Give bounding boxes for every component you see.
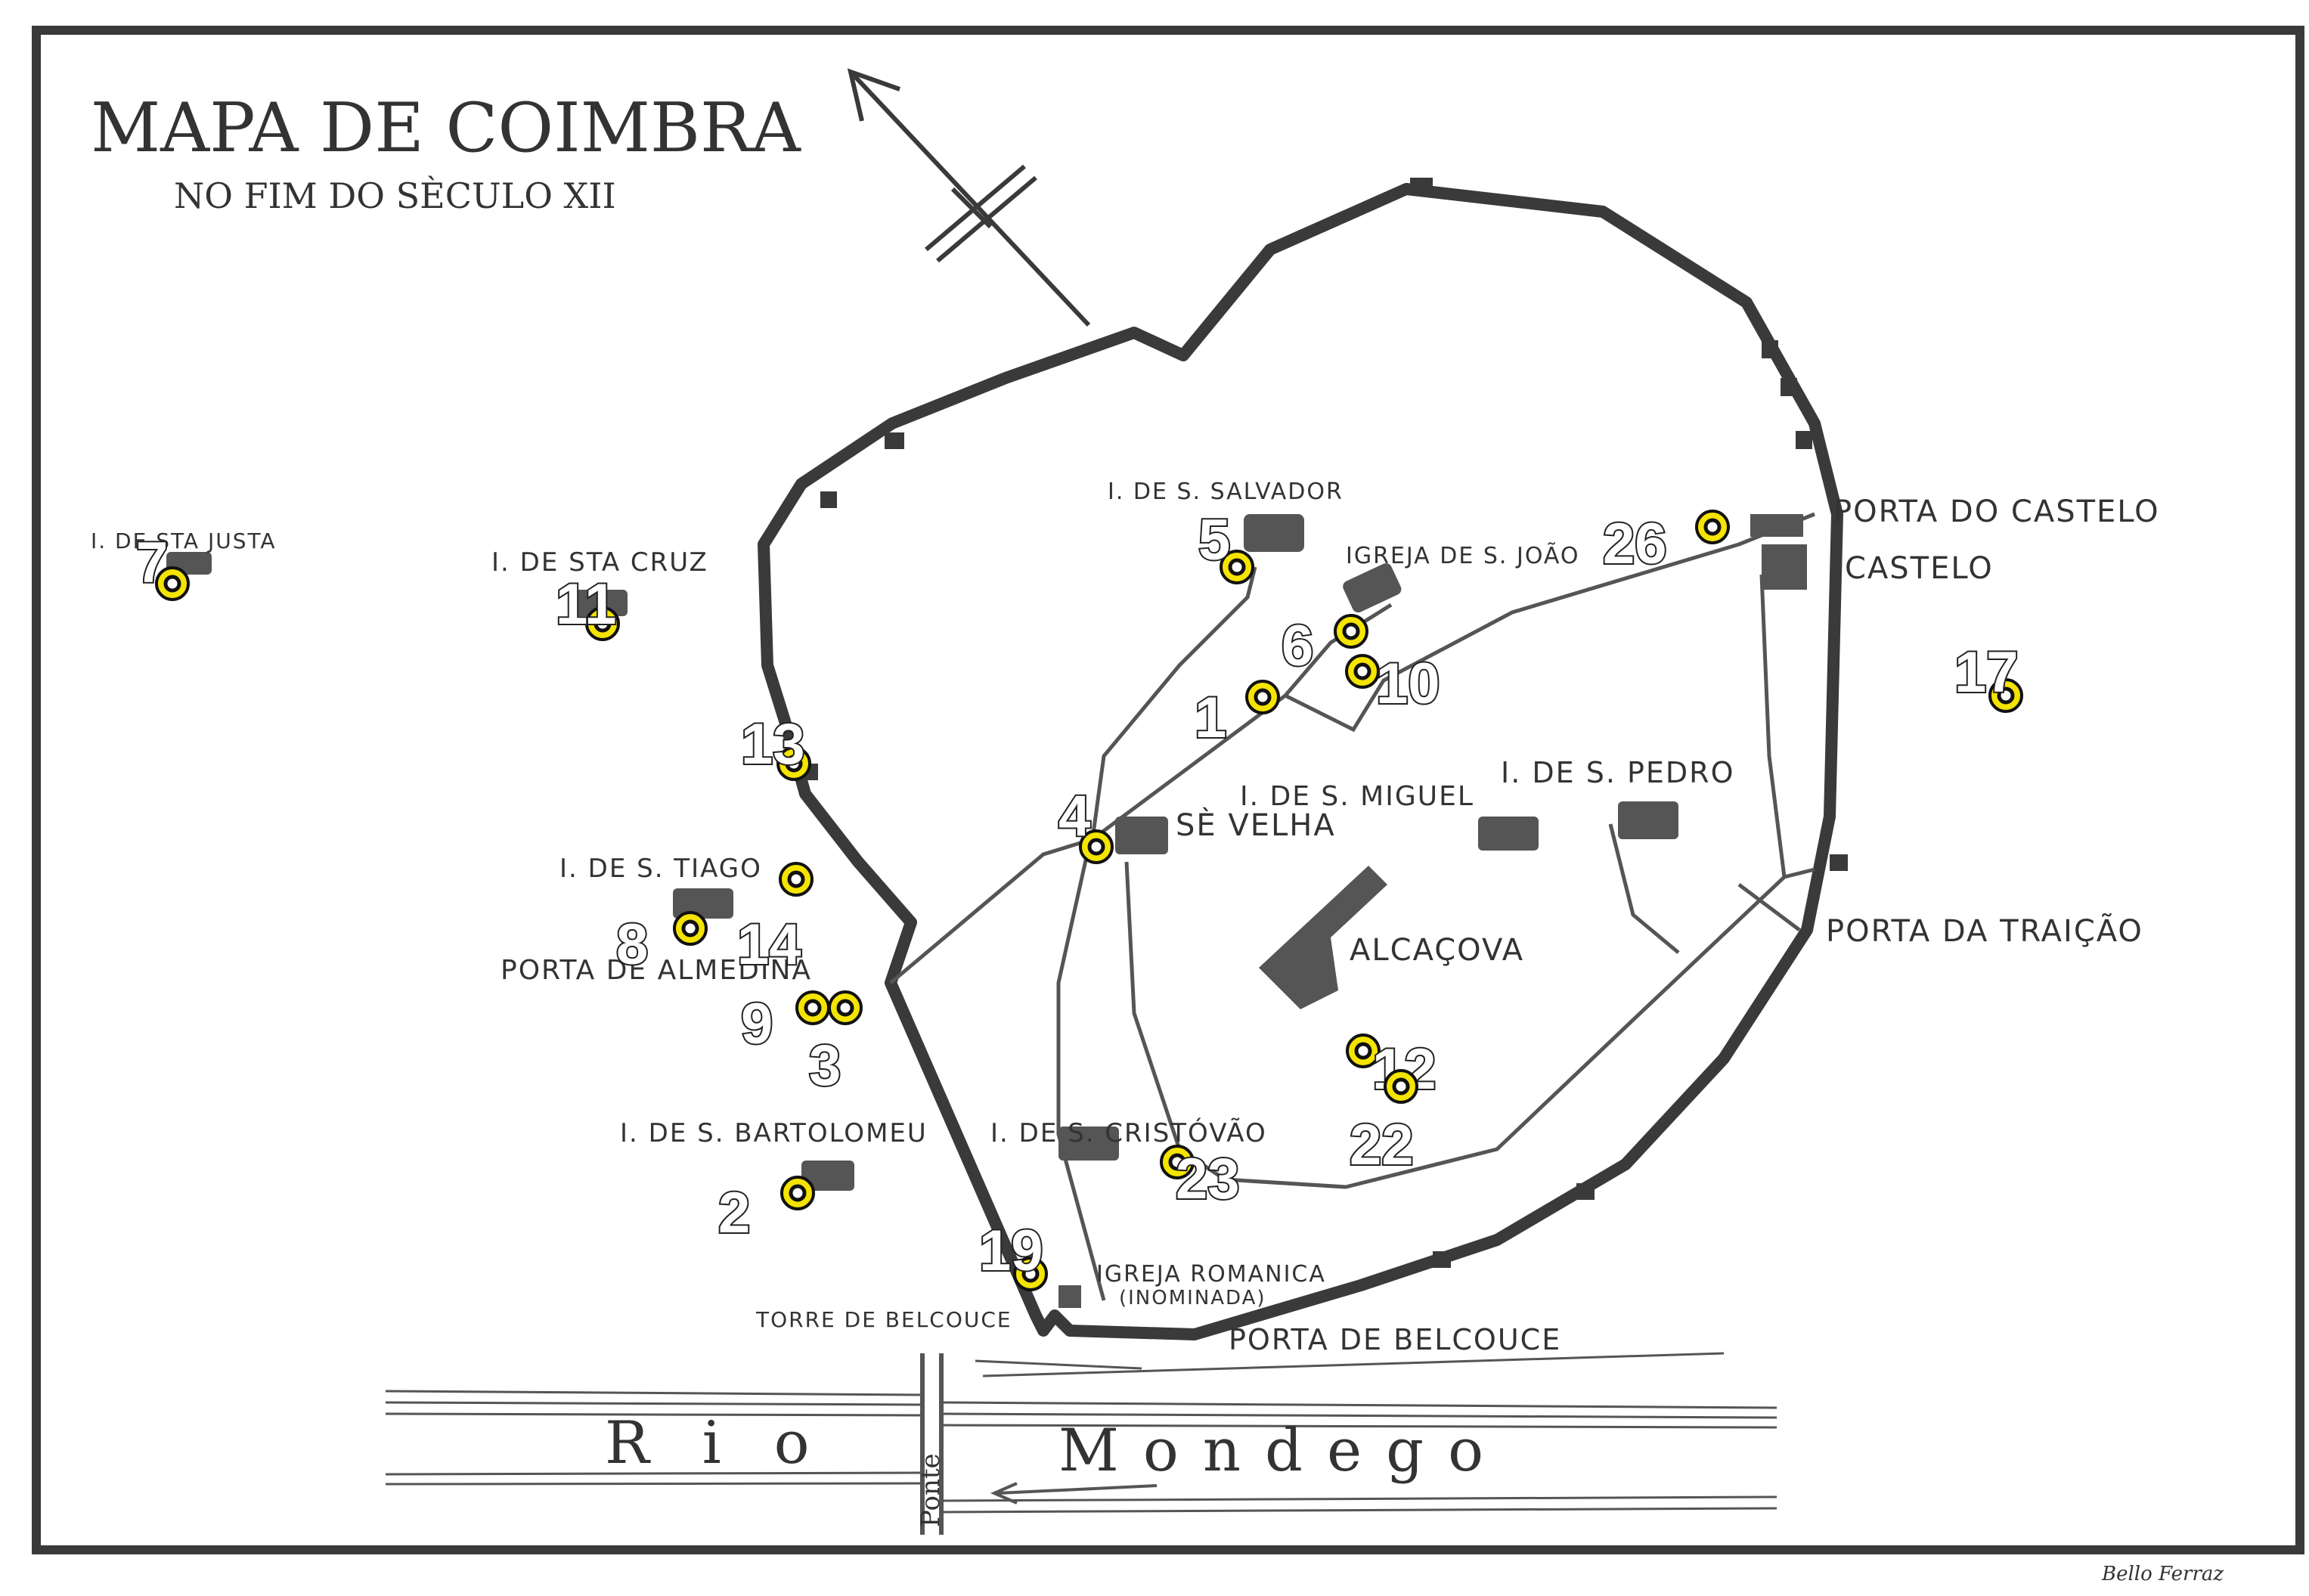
label-s-tiago: I. DE S. TIAGO	[559, 854, 762, 884]
label-castelo: CASTELO	[1845, 551, 1994, 586]
label-igreja-romanica: IGREJA ROMANICA	[1096, 1261, 1326, 1288]
map-title: MAPA DE COIMBRA	[91, 88, 801, 168]
marker-number: 9	[741, 992, 773, 1056]
place-labels: I. DE STA JUSTA I. DE STA CRUZ I. DE S. …	[91, 479, 2160, 1356]
marker-number: 4	[1058, 784, 1090, 848]
map-marker-14[interactable]: 14	[736, 862, 814, 978]
marker-center-icon	[1392, 1077, 1410, 1096]
map-marker-8[interactable]: 8	[615, 911, 708, 978]
map-marker-22[interactable]: 22	[1348, 1069, 1418, 1179]
marker-center-icon	[1228, 558, 1246, 576]
marker-number: 3	[809, 1034, 841, 1098]
label-porta-belcouce: PORTA DE BELCOUCE	[1229, 1323, 1561, 1356]
map-subtitle: NO FIM DO SÈCULO XII	[174, 175, 616, 216]
marker-center-icon	[1997, 686, 2015, 705]
marker-number: 26	[1603, 512, 1667, 576]
bridge-label: Ponte	[916, 1453, 946, 1527]
map-marker-7[interactable]: 7	[135, 529, 190, 601]
label-porta-castelo: PORTA DO CASTELO	[1833, 494, 2160, 529]
label-porta-almedina: PORTA DE ALMEDINA	[501, 955, 812, 986]
river-label-left: Rio	[605, 1409, 863, 1477]
marker-number: 19	[979, 1219, 1043, 1283]
marker-center-icon	[787, 870, 805, 888]
label-se-velha: SÈ VELHA	[1176, 807, 1336, 843]
marker-number: 22	[1350, 1113, 1414, 1177]
label-s-salvador: I. DE S. SALVADOR	[1108, 479, 1344, 505]
marker-center-icon	[1342, 622, 1360, 640]
marker-center-icon	[1021, 1265, 1040, 1283]
streets	[889, 512, 1815, 1301]
marker-center-icon	[1354, 1042, 1372, 1060]
label-s-pedro: I. DE S. PEDRO	[1501, 756, 1735, 789]
marker-center-icon	[804, 999, 822, 1017]
label-alcacova: ALCAÇOVA	[1350, 933, 1524, 968]
marker-center-icon	[789, 1184, 807, 1202]
north-arrow	[847, 68, 1091, 327]
marker-center-icon	[594, 615, 612, 633]
marker-center-icon	[1087, 838, 1105, 856]
map-marker-4[interactable]: 4	[1057, 783, 1114, 864]
map-marker-23[interactable]: 23	[1160, 1145, 1241, 1213]
marker-number: 5	[1198, 508, 1230, 572]
map-marker-2[interactable]: 2	[717, 1176, 815, 1247]
marker-center-icon	[836, 999, 854, 1017]
label-s-bartolomeu: I. DE S. BARTOLOMEU	[620, 1118, 928, 1148]
marker-number: 17	[1954, 640, 2019, 705]
markers-layer: 12345678910111213141719222326	[135, 507, 2023, 1291]
map-marker-17[interactable]: 17	[1953, 639, 2023, 713]
marker-number: 1	[1195, 686, 1226, 750]
marker-center-icon	[1353, 662, 1371, 680]
signature: Bello Ferraz	[2101, 1563, 2224, 1585]
marker-center-icon	[681, 919, 699, 937]
map-frame	[32, 26, 2304, 1554]
label-sta-justa: I. DE STA JUSTA	[91, 528, 277, 553]
marker-number: 8	[616, 913, 648, 977]
map-marker-13[interactable]: 13	[739, 711, 811, 781]
river-label-right: Mondego	[1058, 1417, 1508, 1485]
map-marker-3[interactable]: 3	[807, 990, 863, 1099]
marker-number: 2	[718, 1181, 750, 1245]
marker-number: 23	[1176, 1147, 1240, 1211]
label-s-cristovao: I. DE S. CRISTÓVÃO	[990, 1117, 1267, 1148]
label-porta-traicao: PORTA DA TRAIÇÃO	[1826, 913, 2143, 949]
marker-number: 11	[556, 572, 616, 637]
label-sta-cruz: I. DE STA CRUZ	[491, 547, 708, 578]
marker-center-icon	[1254, 688, 1272, 706]
marker-number: 7	[136, 531, 168, 595]
river	[385, 1352, 1777, 1535]
label-inominada: (INOMINADA)	[1119, 1287, 1266, 1309]
marker-number: 10	[1376, 652, 1440, 716]
map-marker-10[interactable]: 10	[1345, 650, 1442, 717]
map-marker-26[interactable]: 26	[1601, 510, 1730, 578]
map-marker-5[interactable]: 5	[1197, 507, 1254, 584]
city-wall	[758, 183, 1843, 1340]
map-marker-11[interactable]: 11	[554, 571, 620, 641]
wall-towers	[801, 178, 1848, 1268]
label-s-joao: IGREJA DE S. JOÃO	[1346, 542, 1580, 569]
alcacova-building	[1259, 866, 1387, 1009]
marker-number: 14	[737, 913, 801, 977]
marker-number: 6	[1282, 614, 1313, 678]
label-s-miguel: I. DE S. MIGUEL	[1240, 781, 1474, 812]
map-marker-1[interactable]: 1	[1193, 680, 1280, 752]
map-marker-19[interactable]: 19	[978, 1217, 1048, 1291]
buildings	[166, 514, 1807, 1308]
marker-center-icon	[1168, 1153, 1186, 1171]
map-marker-9[interactable]: 9	[739, 990, 830, 1058]
map-marker-6[interactable]: 6	[1280, 612, 1368, 680]
marker-center-icon	[163, 575, 181, 593]
marker-center-icon	[785, 755, 803, 773]
label-torre-belcouce: TORRE DE BELCOUCE	[755, 1307, 1012, 1332]
marker-center-icon	[1703, 518, 1722, 536]
marker-number: 13	[741, 712, 805, 776]
